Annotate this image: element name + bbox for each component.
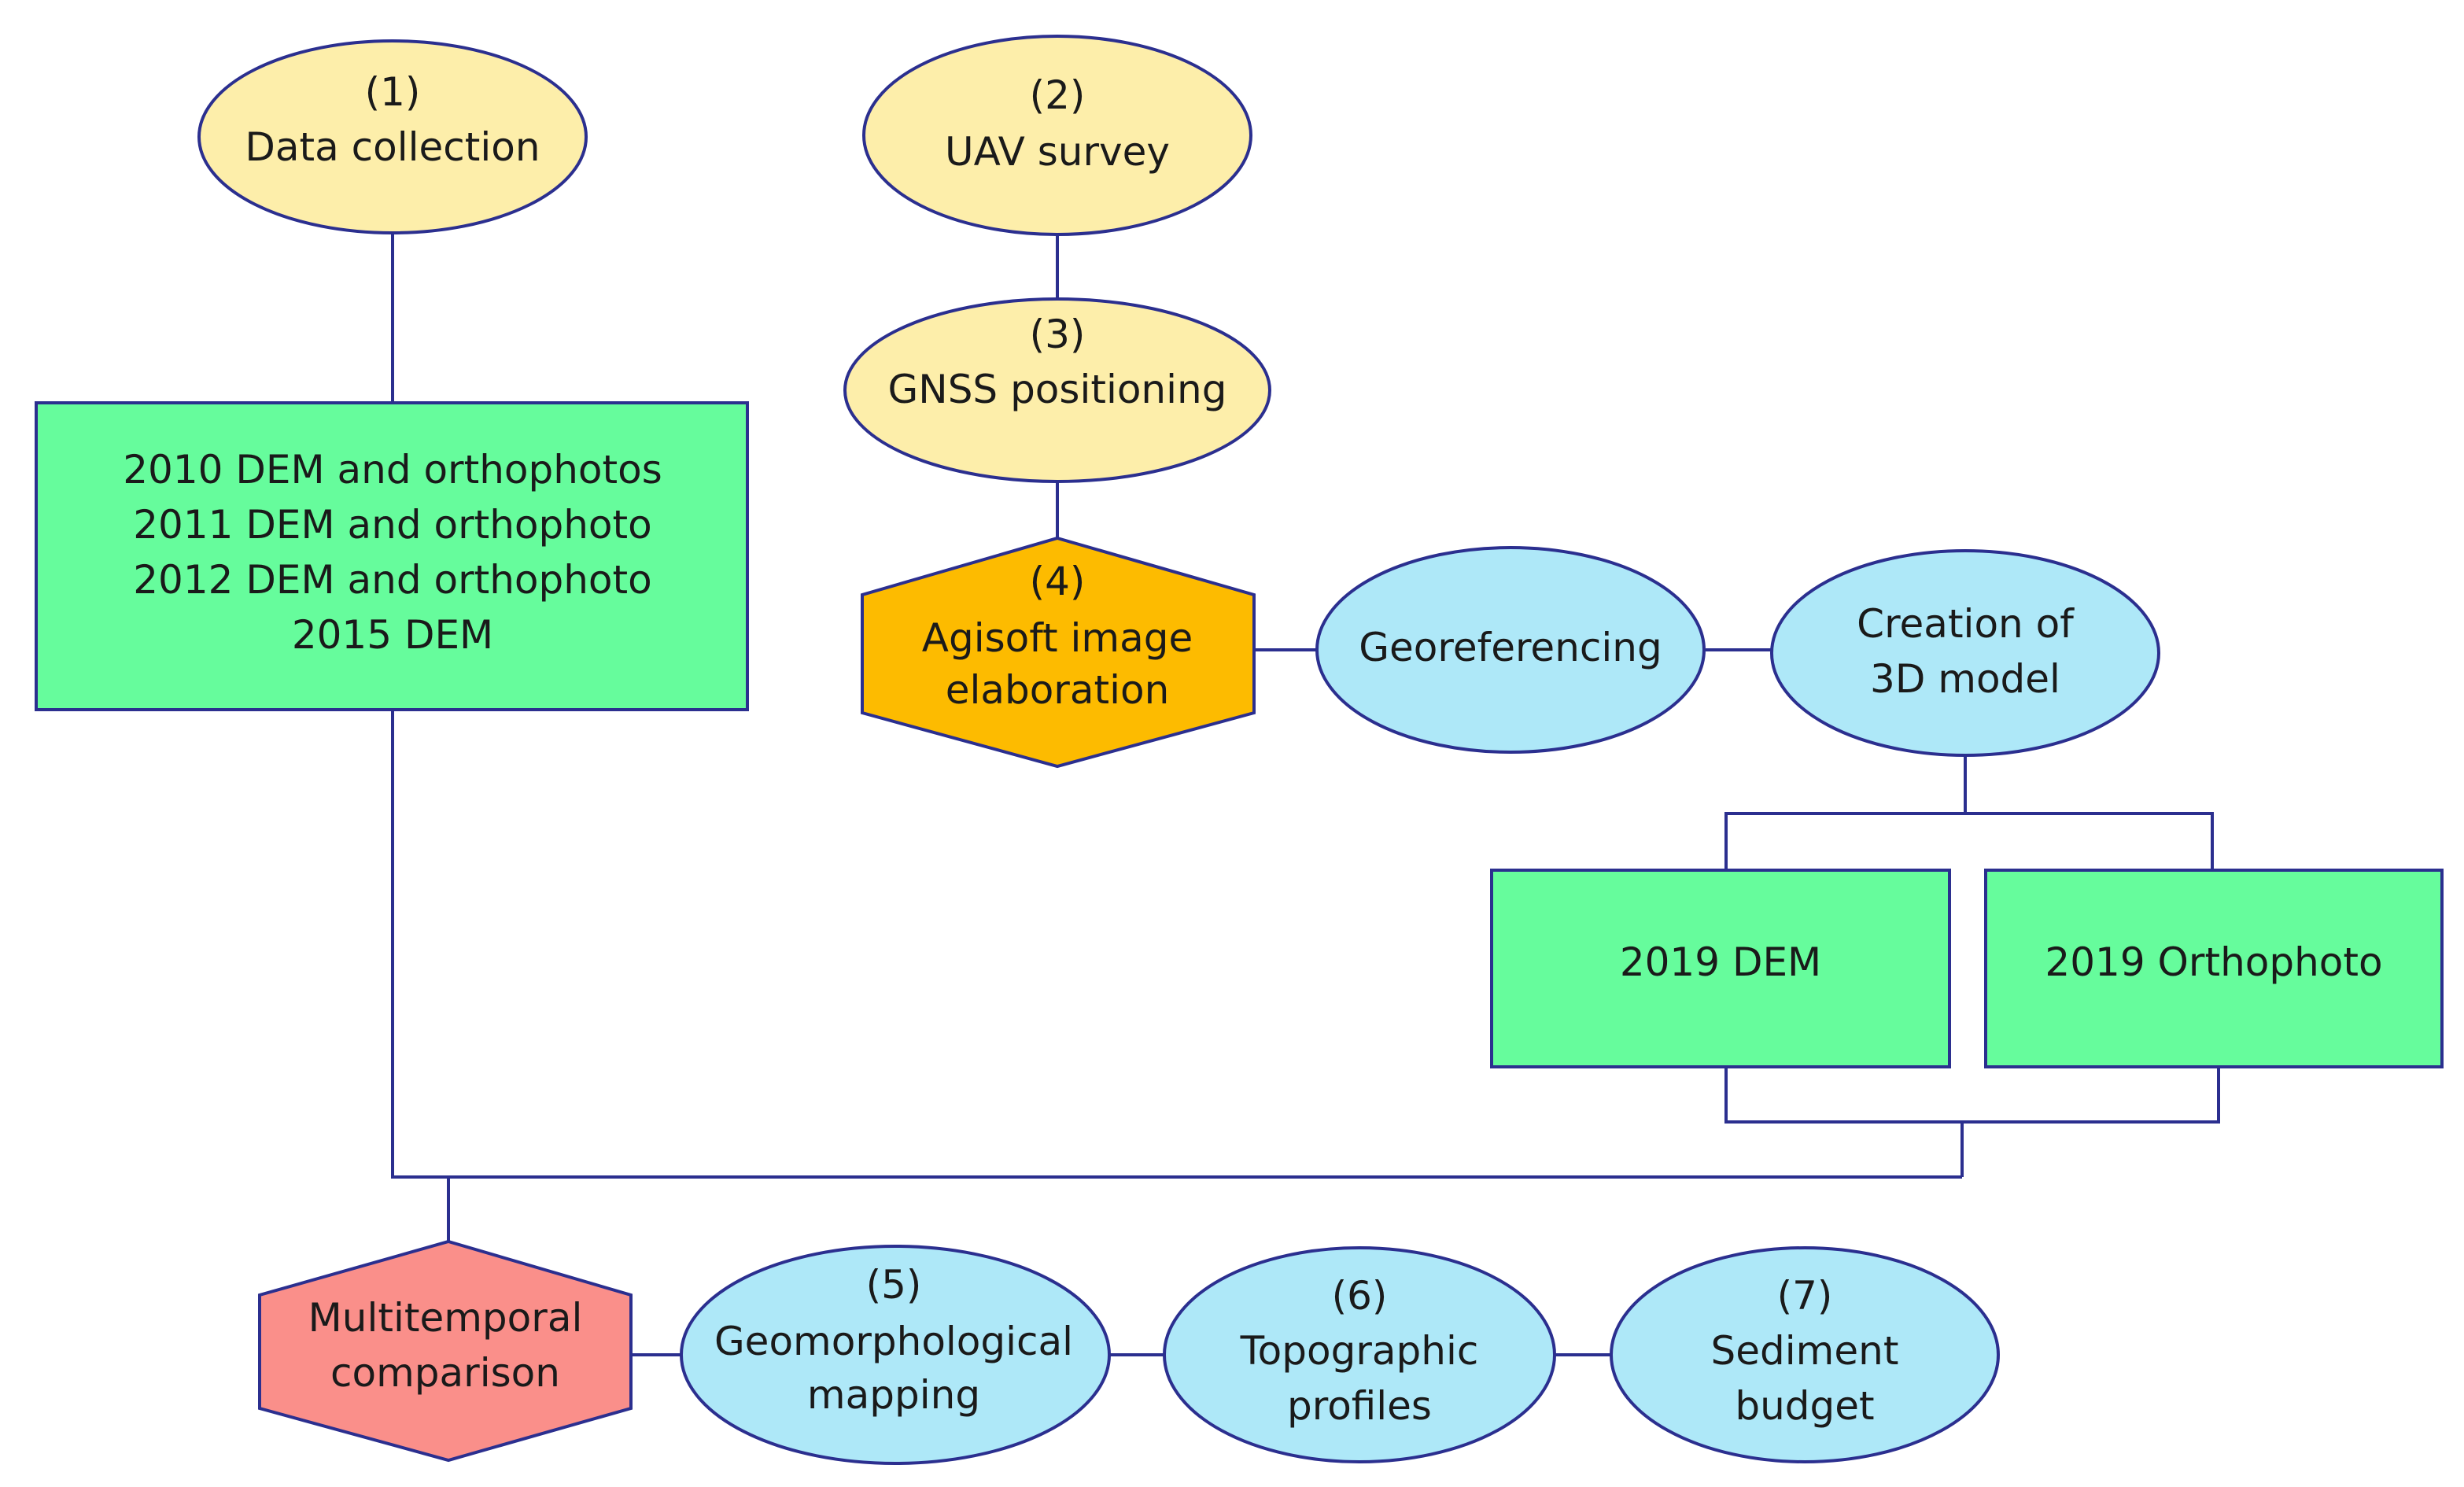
node-historic-data: 2010 DEM and orthophotos 2011 DEM and or…	[35, 401, 749, 711]
node-creation-3d: Creation of 3D model	[1770, 549, 2160, 757]
topo-ellipse	[1163, 1246, 1556, 1463]
historic-data-line-2010: 2010 DEM and orthophotos	[123, 447, 662, 493]
gnss-positioning-label: GNSS positioning	[888, 367, 1227, 412]
node-multitemporal: Multitemporal comparison	[258, 1239, 633, 1463]
ortho-2019-label: 2019 Orthophoto	[2045, 939, 2382, 985]
historic-data-line-2011: 2011 DEM and orthophoto	[133, 502, 651, 548]
data-collection-label: Data collection	[245, 124, 540, 170]
topo-number: (6)	[1332, 1273, 1388, 1319]
topo-label-line2: profiles	[1287, 1383, 1432, 1429]
uav-survey-ellipse	[862, 35, 1252, 236]
agisoft-label-line2: elaboration	[946, 667, 1170, 713]
gnss-positioning-ellipse	[843, 297, 1271, 483]
connector-3d-to-outputs	[1724, 755, 1967, 870]
creation-3d-label-line2: 3D model	[1870, 656, 2060, 702]
node-gnss-positioning: (3) GNSS positioning	[843, 297, 1271, 483]
georeferencing-label: Georeferencing	[1359, 625, 1662, 670]
uav-survey-number: (2)	[1030, 72, 1086, 118]
multitemporal-label-line2: comparison	[330, 1350, 560, 1396]
node-dem-2019: 2019 DEM	[1490, 869, 1951, 1068]
connector-outputs-merge	[1724, 1067, 2220, 1124]
data-collection-ellipse	[197, 39, 588, 234]
agisoft-label-line1: Agisoft image	[922, 615, 1193, 661]
gnss-positioning-number: (3)	[1030, 312, 1086, 357]
creation-3d-ellipse	[1770, 549, 2160, 757]
node-data-collection: (1) Data collection	[197, 39, 588, 234]
topo-label-line1: Topographic	[1240, 1328, 1479, 1374]
agisoft-hexagon	[861, 536, 1256, 769]
node-geomorph: (5) Geomorphological mapping	[680, 1245, 1111, 1465]
agisoft-number: (4)	[1030, 559, 1086, 604]
geomorph-label-line1: Geomorphological	[714, 1319, 1073, 1364]
historic-data-line-2015: 2015 DEM	[292, 612, 493, 658]
node-georeferencing: Georeferencing	[1315, 546, 1706, 754]
ortho-2019-box	[1984, 869, 2444, 1068]
creation-3d-label-line1: Creation of	[1857, 601, 2075, 647]
sediment-number: (7)	[1777, 1273, 1833, 1319]
dem-2019-box	[1490, 869, 1951, 1068]
connectors	[391, 154, 2220, 1356]
sediment-label-line1: Sediment	[1711, 1328, 1899, 1374]
node-topo: (6) Topographic profiles	[1163, 1246, 1556, 1463]
dem-2019-label: 2019 DEM	[1620, 939, 1821, 985]
node-agisoft: (4) Agisoft image elaboration	[861, 536, 1256, 769]
multitemporal-hexagon	[258, 1239, 633, 1463]
historic-data-line-2012: 2012 DEM and orthophoto	[133, 557, 651, 603]
connector-historic-to-bus	[391, 710, 1962, 1179]
data-collection-number: (1)	[365, 69, 421, 115]
sediment-label-line2: budget	[1735, 1383, 1874, 1429]
geomorph-ellipse	[680, 1245, 1111, 1465]
uav-survey-label: UAV survey	[945, 129, 1170, 175]
geomorph-label-line2: mapping	[807, 1372, 980, 1418]
historic-data-box	[35, 401, 749, 711]
sediment-ellipse	[1610, 1246, 2000, 1463]
node-ortho-2019: 2019 Orthophoto	[1984, 869, 2444, 1068]
georeferencing-ellipse	[1315, 546, 1706, 754]
node-sediment: (7) Sediment budget	[1610, 1246, 2000, 1463]
multitemporal-label-line1: Multitemporal	[308, 1295, 583, 1341]
node-uav-survey: (2) UAV survey	[862, 35, 1252, 236]
geomorph-number: (5)	[866, 1262, 922, 1308]
connector-3d-to-ortho	[1965, 812, 2214, 870]
